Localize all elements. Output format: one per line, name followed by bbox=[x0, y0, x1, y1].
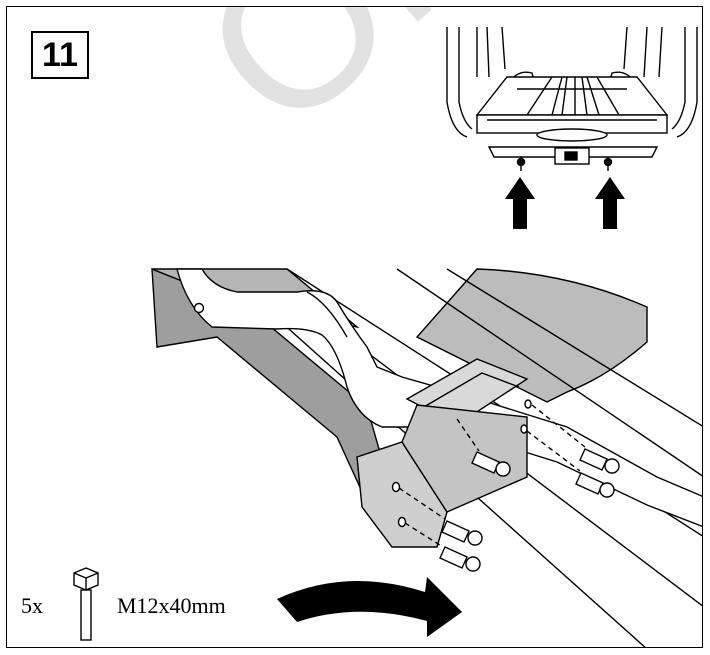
bolt-spec: M12x40mm bbox=[117, 593, 226, 618]
chassis-mount-detail bbox=[151, 267, 702, 647]
arrow-up-icon bbox=[595, 177, 625, 229]
arrow-up-icon bbox=[505, 177, 535, 229]
assembly-illustration bbox=[73, 26, 702, 647]
bolt-icon bbox=[439, 448, 620, 572]
curved-arrow-icon bbox=[277, 577, 462, 637]
bolt-quantity: 5x bbox=[21, 593, 43, 618]
step-number: 11 bbox=[31, 31, 89, 79]
instruction-panel: Oliner bbox=[6, 6, 703, 648]
bolt-icon bbox=[73, 567, 99, 641]
vehicle-rear-view bbox=[446, 26, 698, 171]
